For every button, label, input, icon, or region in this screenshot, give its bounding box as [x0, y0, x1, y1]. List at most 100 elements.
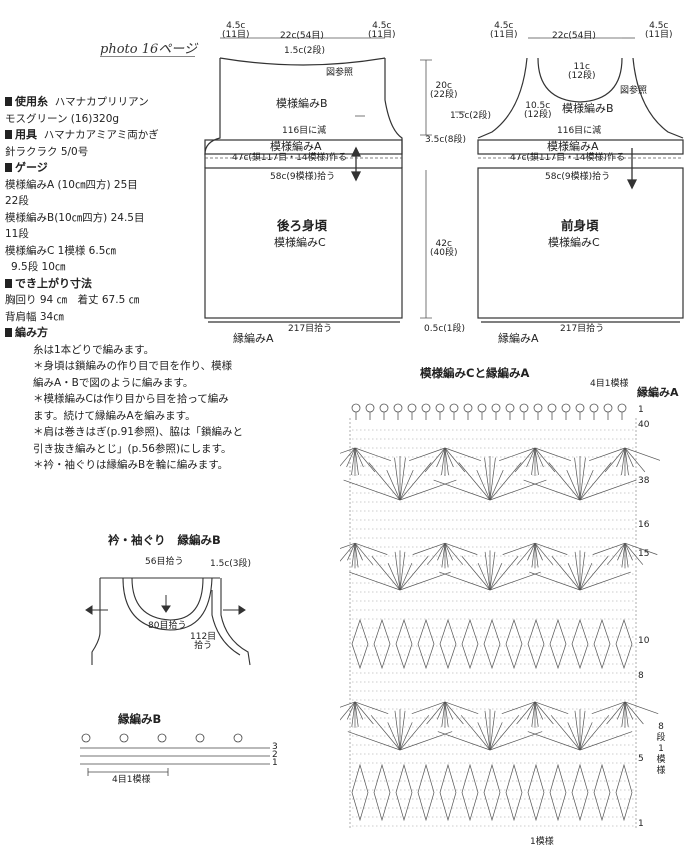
front-neck-depth: 10.5c(12段) [524, 101, 552, 120]
chart-stitch [489, 479, 547, 501]
chart-stitch [439, 571, 491, 591]
chart-stitch [437, 731, 491, 751]
chart-stitch [426, 542, 446, 565]
chart-stitch [343, 479, 401, 501]
chart-stitch [347, 543, 356, 561]
chart-stitch [477, 722, 491, 751]
size-title: でき上がり寸法 [5, 277, 92, 290]
chart-stitch [444, 542, 478, 555]
edge-b-repeat: 4目1模様 [112, 775, 151, 785]
chart-diamond [461, 618, 479, 670]
chart-diamond [615, 763, 633, 822]
chart-edge-label: 縁編みA [637, 386, 679, 399]
chart-stitch [489, 469, 504, 501]
front-pattern-b: 模様編みB [562, 102, 614, 115]
method-line: ＊模様編みCは作り目から目を拾って編み [33, 393, 229, 405]
chart-stitch [579, 571, 631, 591]
chart-diamond [395, 763, 413, 822]
chart-stitch [616, 447, 626, 468]
chart-picot [435, 403, 445, 413]
chart-stitch [502, 542, 536, 555]
back-width-top: 22c(54目) [280, 31, 324, 41]
chart-diamond [615, 618, 633, 670]
chart-stitch [516, 542, 536, 565]
chart-diamond [549, 618, 567, 670]
chart-stitch [424, 447, 446, 473]
chart-stitch [386, 469, 401, 501]
edge-b-row: 2 [272, 750, 278, 760]
chart-stitch [574, 710, 581, 751]
chart-diamond [461, 763, 479, 822]
chart-stitch [617, 543, 626, 561]
gauge-title: ゲージ [5, 161, 48, 174]
chart-stitch [574, 551, 581, 591]
chart-stitch [460, 715, 491, 751]
chart-stitch [566, 469, 581, 501]
chart-diamond [549, 763, 567, 822]
edge-b-picot [81, 733, 91, 743]
mid-rows: 1.5c(2段) [450, 111, 492, 121]
collar-outline-outer [91, 578, 101, 665]
chart-diamond [571, 618, 589, 670]
chart-diamond [505, 618, 523, 670]
chart-stitch [531, 447, 536, 475]
yarn-brand: ハマナカプリリアン [54, 96, 149, 108]
chart-stitch [489, 457, 496, 501]
chart-stitch [444, 701, 449, 727]
front-width-top: 22c(54目) [552, 31, 596, 41]
chart-stitch [579, 710, 586, 751]
chart-row-label: 5 [638, 754, 644, 764]
chart-stitch [531, 543, 536, 568]
back-edge-a: 縁編みA [233, 332, 274, 345]
chart-stitch [441, 701, 446, 727]
chart-stitch [534, 447, 544, 468]
chart-picot [365, 403, 375, 413]
chart-diamond [483, 763, 501, 822]
chart-stitch [592, 542, 626, 555]
chart-stitch [489, 551, 496, 591]
chart-stitch [489, 556, 519, 591]
edge-b-picot [119, 733, 129, 743]
chart-stitch [354, 701, 374, 725]
edge-b-row: 1 [272, 758, 278, 768]
chart-stitch [461, 556, 491, 591]
chart-stitch [340, 542, 356, 562]
back-pattern-c: 模様編みC [274, 236, 326, 249]
chart-stitch [551, 556, 581, 591]
front-title: 前身頃 [561, 218, 599, 233]
chart-stitch [624, 447, 634, 468]
chart-stitch [484, 551, 491, 591]
back-bottom-pickup: 217目拾う [288, 324, 333, 334]
header-rule [100, 56, 195, 57]
front-shoulder-left: 4.5c(11目) [490, 21, 518, 40]
chart-stitch [534, 701, 554, 725]
info-block: 使用糸 ハマナカプリリアン モスグリーン (16)320g 用具 ハマナカアミア… [5, 94, 243, 474]
chart-stitch [591, 701, 626, 714]
chart-diamond [527, 618, 545, 670]
chart-stitch [579, 731, 633, 751]
chart-stitch [444, 542, 464, 565]
chart-stitch [579, 551, 586, 591]
chart-title: 模様編みCと縁編みA [420, 366, 530, 380]
chart-stitch [574, 457, 581, 501]
back-decrease: 116目に減 [282, 126, 327, 136]
tool-detail-2: 針ラクラク 5/0号 [5, 145, 89, 158]
armhole-height: 20c(22段) [430, 81, 458, 100]
chart-picot [421, 403, 431, 413]
chart-stitch [606, 701, 626, 725]
chart-stitch [616, 701, 626, 720]
chart-stitch [534, 542, 554, 565]
chart-stitch [579, 722, 593, 751]
chart-picot [589, 403, 599, 413]
tool-detail: ハマナカアミアミ両かぎ [43, 129, 159, 141]
chart-stitch [340, 701, 356, 708]
chart-stitch [444, 701, 464, 725]
chart-stitch [394, 457, 401, 501]
chart-stitch [444, 701, 479, 714]
chart-stitch [371, 556, 401, 591]
chart-picot [575, 403, 585, 413]
chart-stitch [534, 447, 572, 462]
back-right-armhole [384, 58, 403, 168]
chart-stitch [444, 447, 454, 468]
chart-side-repeat: 8段1模様 [656, 722, 666, 776]
